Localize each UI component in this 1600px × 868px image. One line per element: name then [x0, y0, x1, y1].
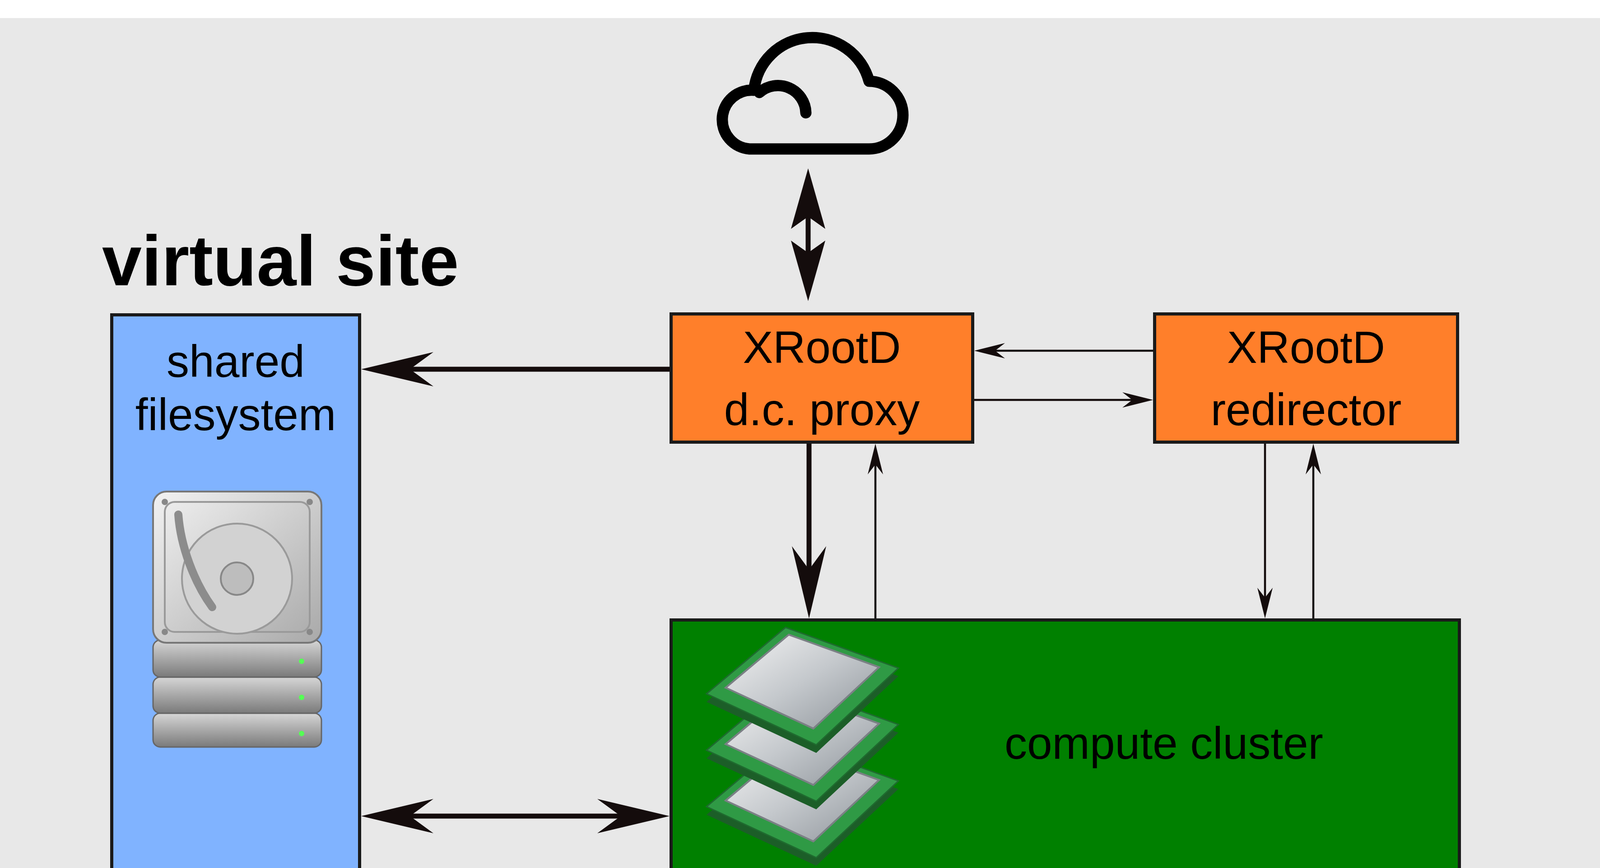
disk-platter [181, 523, 293, 634]
node-text: XRootD [1227, 320, 1386, 374]
connector-arrow [875, 443, 876, 619]
redirector-box: XRootD redirector [1153, 312, 1460, 444]
chip-substrate [706, 683, 899, 802]
chip-edge [706, 635, 899, 754]
connector-line [404, 367, 670, 373]
node-text: d.c. proxy [724, 382, 921, 437]
disk-body [153, 491, 322, 643]
connector-line [874, 462, 877, 619]
chip-lid [725, 691, 880, 786]
cloud-icon [722, 37, 903, 149]
disk-led [298, 730, 305, 737]
connector-heads [361, 816, 670, 817]
connector-line [404, 813, 627, 819]
disk-led [298, 658, 305, 665]
connector-arrow [1265, 443, 1266, 619]
cloud-arrow-head [790, 240, 826, 302]
node-text: redirector [1210, 382, 1402, 437]
disk-slab [153, 713, 322, 748]
connector-heads [1313, 443, 1314, 619]
chip-lid [725, 747, 880, 842]
connector-heads [1265, 443, 1266, 619]
disk-arm [178, 514, 213, 608]
disk-screw [161, 498, 168, 506]
proxy-box: XRootD d.c. proxy [669, 312, 975, 444]
connector-line [1312, 462, 1315, 619]
disk-slab [153, 677, 322, 714]
connector-heads [974, 400, 1154, 401]
storage-box: shared filesystem [110, 313, 362, 868]
disk-screw [161, 628, 168, 636]
connector-arrow [809, 443, 810, 619]
connector-arrow [361, 369, 670, 370]
cloud-arrow [805, 212, 811, 258]
title-band [0, 0, 1600, 19]
connector-arrow [361, 816, 670, 817]
cpu-stack-icon [706, 627, 899, 866]
disk-screw [306, 498, 313, 506]
chip-edge [706, 748, 899, 866]
region-label: virtual site [102, 224, 459, 297]
connector-arrow [974, 350, 1154, 352]
chip-substrate [706, 627, 899, 745]
cloud-curl [759, 85, 806, 113]
connector-heads [875, 443, 876, 619]
cluster-box: compute cluster [669, 618, 1461, 868]
connector-heads [809, 443, 810, 619]
disk-slab [153, 640, 322, 678]
chip-substrate [706, 740, 899, 858]
disk-screw [306, 628, 313, 636]
chip-lid [725, 634, 880, 729]
connector-line [806, 443, 812, 576]
chip-edge [706, 692, 899, 810]
connector-heads [361, 369, 670, 370]
node-text: compute cluster [1004, 716, 1324, 770]
hard-disk-icon [153, 491, 322, 748]
disk-led [298, 694, 305, 701]
cloud-outline [722, 37, 903, 149]
node-text: XRootD [742, 320, 901, 374]
cloud-arrow-head [790, 168, 826, 229]
disk-cover [164, 502, 310, 633]
connector-line [992, 349, 1154, 353]
connector-heads [974, 350, 1154, 352]
connector-arrow [1313, 443, 1314, 619]
connector-line [1264, 443, 1267, 600]
disk-hub [220, 562, 254, 596]
node-text: shared filesystem [122, 334, 349, 442]
connector-arrow [974, 400, 1154, 401]
connector-line [974, 399, 1135, 402]
